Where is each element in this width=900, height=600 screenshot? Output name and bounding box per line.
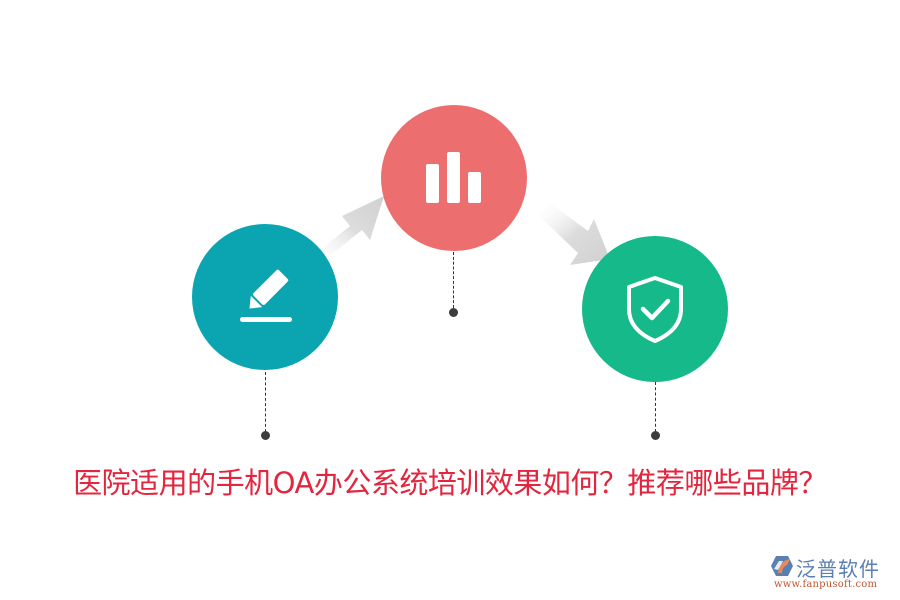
step-2-dot: [449, 308, 458, 317]
step-1-dot: [261, 431, 270, 440]
step-3-connector: [655, 382, 656, 432]
arrow-up-right-icon: [310, 196, 384, 262]
step-2-connector: [453, 252, 454, 308]
step-1-connector: [265, 372, 266, 432]
step-3-dot: [651, 431, 660, 440]
step-1-circle: [192, 224, 338, 370]
brand-logo[interactable]: 泛普软件 www.fanpusoft.com: [770, 553, 892, 593]
bar-chart-icon: [426, 152, 481, 203]
edit-icon: [240, 269, 292, 322]
page-title: 医院适用的手机OA办公系统培训效果如何？推荐哪些品牌？: [73, 466, 827, 500]
fanpu-logo-icon: [771, 556, 793, 576]
step-3-circle: [582, 236, 728, 382]
brand-name: 泛普软件: [796, 557, 880, 581]
step-2-circle: [381, 105, 527, 251]
arrow-down-right-icon: [538, 203, 610, 265]
brand-url[interactable]: www.fanpusoft.com: [774, 579, 878, 590]
shield-check-icon: [627, 276, 683, 343]
